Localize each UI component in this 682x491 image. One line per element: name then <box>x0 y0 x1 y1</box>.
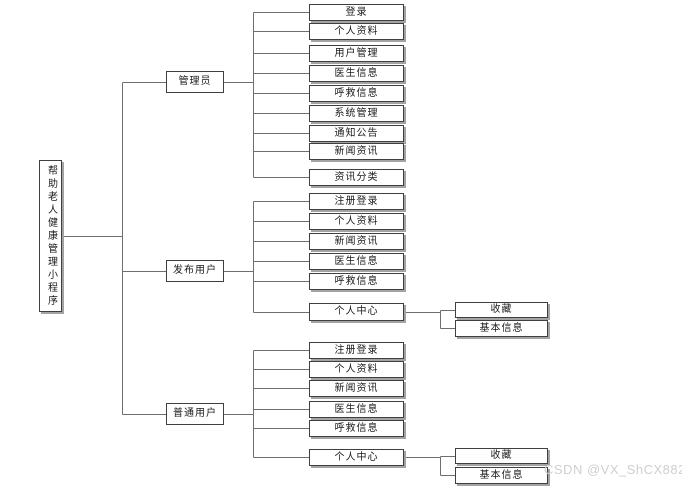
regular-basic-info: 基本信息 <box>455 467 548 484</box>
admin-doctor-info: 医生信息 <box>309 65 404 82</box>
regular-sos-info: 呼救信息 <box>309 420 404 437</box>
connector-branch3 <box>224 350 309 458</box>
branch-regular-user: 普通用户 <box>166 403 224 425</box>
admin-user-management: 用户管理 <box>309 45 404 62</box>
publisher-favorites: 收藏 <box>455 302 548 318</box>
admin-notice-announcement: 通知公告 <box>309 125 404 142</box>
connector-branch3-personal-center <box>404 456 455 476</box>
publisher-doctor-info: 医生信息 <box>309 253 404 270</box>
regular-doctor-info: 医生信息 <box>309 401 404 418</box>
publisher-sos-info: 呼救信息 <box>309 273 404 290</box>
regular-register-login: 注册登录 <box>309 342 404 359</box>
admin-news: 新闻资讯 <box>309 143 404 160</box>
admin-system-management: 系统管理 <box>309 105 404 122</box>
regular-favorites: 收藏 <box>455 448 548 464</box>
regular-profile: 个人资料 <box>309 361 404 378</box>
connector-root-trunk <box>62 82 166 415</box>
publisher-register-login: 注册登录 <box>309 193 404 210</box>
connector-branch1 <box>224 12 309 178</box>
publisher-news: 新闻资讯 <box>309 233 404 250</box>
admin-news-category: 资讯分类 <box>309 169 404 186</box>
admin-login: 登录 <box>309 4 404 21</box>
publisher-personal-center: 个人中心 <box>309 303 404 321</box>
admin-profile: 个人资料 <box>309 23 404 40</box>
connector-branch2-personal-center <box>404 310 455 329</box>
node-root-mini-program: 帮助老人健康管理小程序 <box>39 160 62 312</box>
branch-publisher-user: 发布用户 <box>166 260 224 282</box>
publisher-profile: 个人资料 <box>309 213 404 230</box>
admin-sos-info: 呼救信息 <box>309 85 404 102</box>
csdn-watermark: CSDN @VX_ShCX8820 <box>544 462 682 477</box>
connector-branch2 <box>224 201 309 313</box>
regular-news: 新闻资讯 <box>309 380 404 397</box>
publisher-basic-info: 基本信息 <box>455 320 548 337</box>
regular-personal-center: 个人中心 <box>309 449 404 466</box>
branch-admin: 管理员 <box>166 71 224 93</box>
